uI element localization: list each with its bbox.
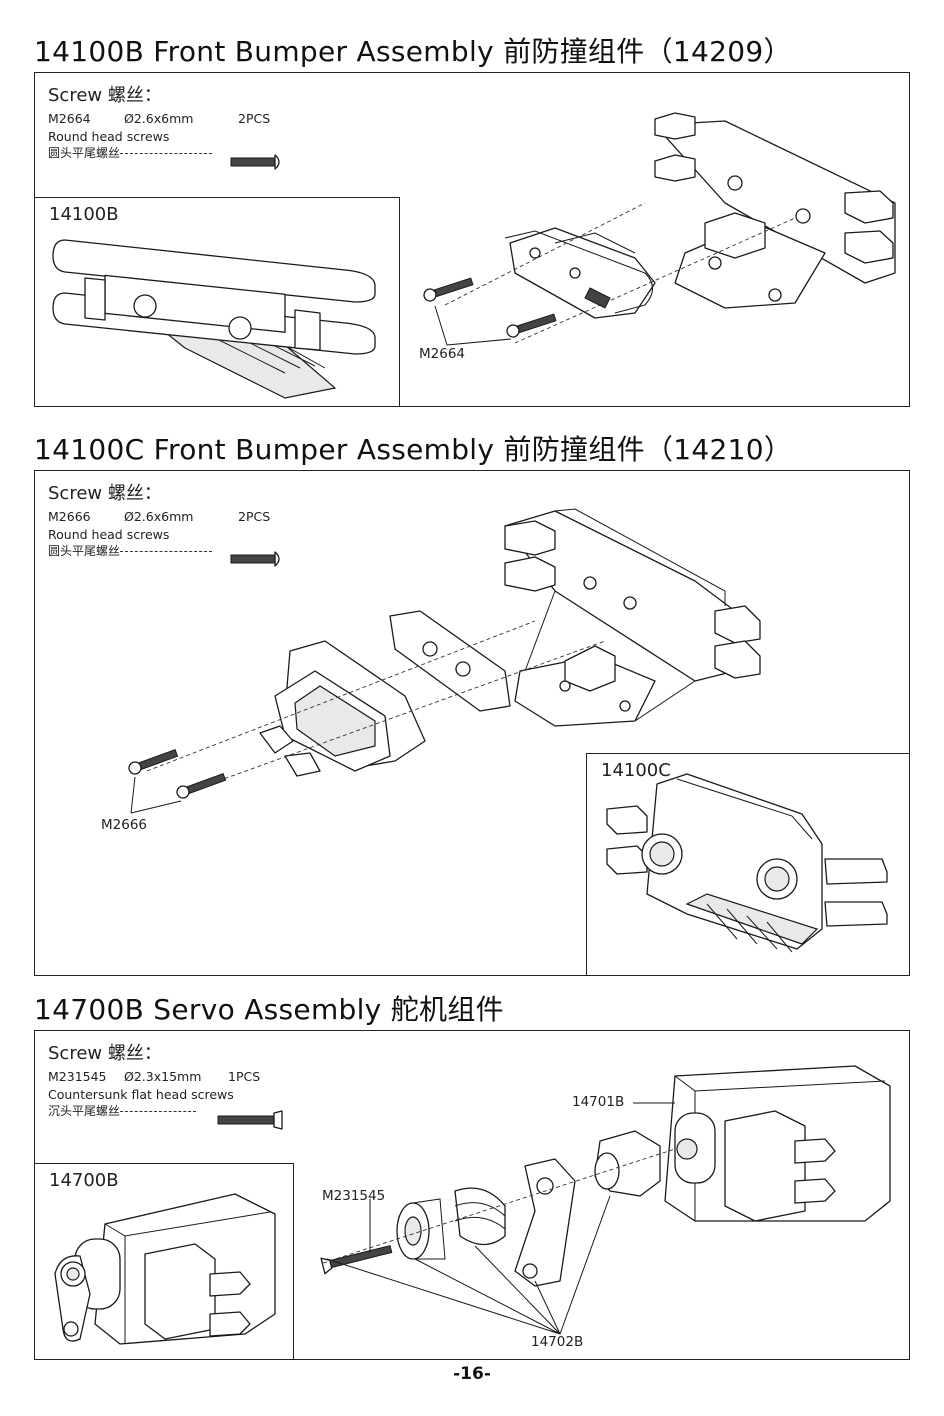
screw-desc-cn: 圆头平尾螺丝 bbox=[48, 146, 121, 160]
screw-desc-cn: 沉头平尾螺丝 bbox=[48, 1104, 121, 1118]
screw-spec-14100c: Screw 螺丝： M2666 Ø2.6x6mm 2PCS Round head s… bbox=[48, 481, 270, 559]
screw-desc-en: Round head screws bbox=[48, 527, 170, 542]
screw-code: M231545 bbox=[48, 1069, 107, 1084]
leader-dash bbox=[120, 153, 213, 154]
screw-desc-en: Countersunk flat head screws bbox=[48, 1087, 234, 1102]
screw-size: Ø2.6x6mm bbox=[124, 111, 194, 126]
screw-desc-cn-row: 圆头平尾螺丝 bbox=[48, 543, 270, 559]
exploded-view-14700b bbox=[320, 1065, 891, 1335]
assembled-label: 14100C bbox=[601, 760, 671, 781]
screw-size: Ø2.6x6mm bbox=[124, 509, 194, 524]
callout-14702b: 14702B bbox=[531, 1334, 584, 1350]
screw-header: Screw 螺丝： bbox=[48, 483, 162, 504]
section-title-14100b: 14100B Front Bumper Assembly 前防撞组件（14209… bbox=[34, 35, 792, 68]
screw-icon-m231545 bbox=[217, 1110, 283, 1130]
callout-14701b: 14701B bbox=[572, 1094, 625, 1110]
section-title-14700b: 14700B Servo Assembly 舵机组件 bbox=[34, 993, 504, 1026]
bumper-14100b-illustration bbox=[52, 239, 376, 399]
leader-dash bbox=[120, 551, 213, 552]
assembled-view-14100b: 14100B bbox=[35, 197, 400, 406]
screw-size: Ø2.3x15mm bbox=[124, 1069, 202, 1084]
screw-header: Screw 螺丝： bbox=[48, 85, 162, 106]
screw-spec-14100b: Screw 螺丝： M2664 Ø2.6x6mm 2PCS Round head s… bbox=[48, 83, 270, 161]
screw-qty: 2PCS bbox=[238, 111, 271, 126]
screw-spec-row: M231545 Ø2.3x15mm 1PCS bbox=[48, 1067, 260, 1087]
assembled-view-14100c: 14100C bbox=[586, 753, 909, 975]
leader-dash bbox=[120, 1111, 197, 1112]
screw-header: Screw 螺丝： bbox=[48, 1043, 162, 1064]
section-title-14100c: 14100C Front Bumper Assembly 前防撞组件（14210… bbox=[34, 433, 793, 466]
screw-code: M2664 bbox=[48, 111, 91, 126]
screw-desc-cn: 圆头平尾螺丝 bbox=[48, 544, 121, 558]
screw-icon-m2664 bbox=[230, 154, 280, 170]
screw-spec-row: M2666 Ø2.6x6mm 2PCS bbox=[48, 507, 270, 527]
screw-spec-row: M2664 Ø2.6x6mm 2PCS bbox=[48, 109, 270, 129]
screw-qty: 1PCS bbox=[228, 1069, 261, 1084]
panel-14700b: Screw 螺丝： M231545 Ø2.3x15mm 1PCS Countersu… bbox=[34, 1030, 910, 1360]
bumper-14100c-illustration bbox=[606, 773, 888, 953]
page-number: -16- bbox=[453, 1364, 491, 1384]
screw-desc-cn-row: 圆头平尾螺丝 bbox=[48, 145, 270, 161]
callout-m231545: M231545 bbox=[322, 1188, 386, 1204]
screw-qty: 2PCS bbox=[238, 509, 271, 524]
panel-14100b: Screw 螺丝： M2664 Ø2.6x6mm 2PCS Round head s… bbox=[34, 72, 910, 407]
assembled-label: 14100B bbox=[49, 204, 119, 225]
callout-m2666: M2666 bbox=[101, 817, 148, 833]
exploded-view-14100b bbox=[423, 112, 896, 346]
exploded-view-14100c bbox=[128, 508, 761, 814]
screw-icon-m2666 bbox=[230, 551, 280, 567]
panel-14100c: Screw 螺丝： M2666 Ø2.6x6mm 2PCS Round head s… bbox=[34, 470, 910, 976]
screw-desc-cn-row: 沉头平尾螺丝 bbox=[48, 1103, 260, 1119]
assembled-label: 14700B bbox=[49, 1170, 119, 1191]
screw-code: M2666 bbox=[48, 509, 91, 524]
assembled-view-14700b: 14700B bbox=[35, 1163, 294, 1359]
screw-desc-en: Round head screws bbox=[48, 129, 170, 144]
callout-m2664: M2664 bbox=[419, 346, 466, 362]
screw-spec-14700b: Screw 螺丝： M231545 Ø2.3x15mm 1PCS Countersu… bbox=[48, 1041, 260, 1119]
servo-14700b-illustration bbox=[54, 1193, 276, 1345]
